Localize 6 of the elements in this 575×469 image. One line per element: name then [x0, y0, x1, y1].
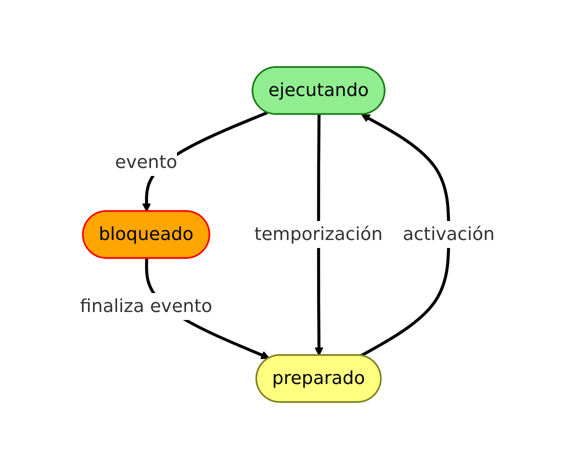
edge-label: activación	[402, 224, 495, 245]
arrow	[314, 114, 324, 356]
edge-label: finaliza evento	[80, 296, 212, 317]
edge-label: evento	[115, 152, 178, 173]
arrow	[360, 114, 450, 358]
edge-label: temporización	[254, 224, 383, 245]
